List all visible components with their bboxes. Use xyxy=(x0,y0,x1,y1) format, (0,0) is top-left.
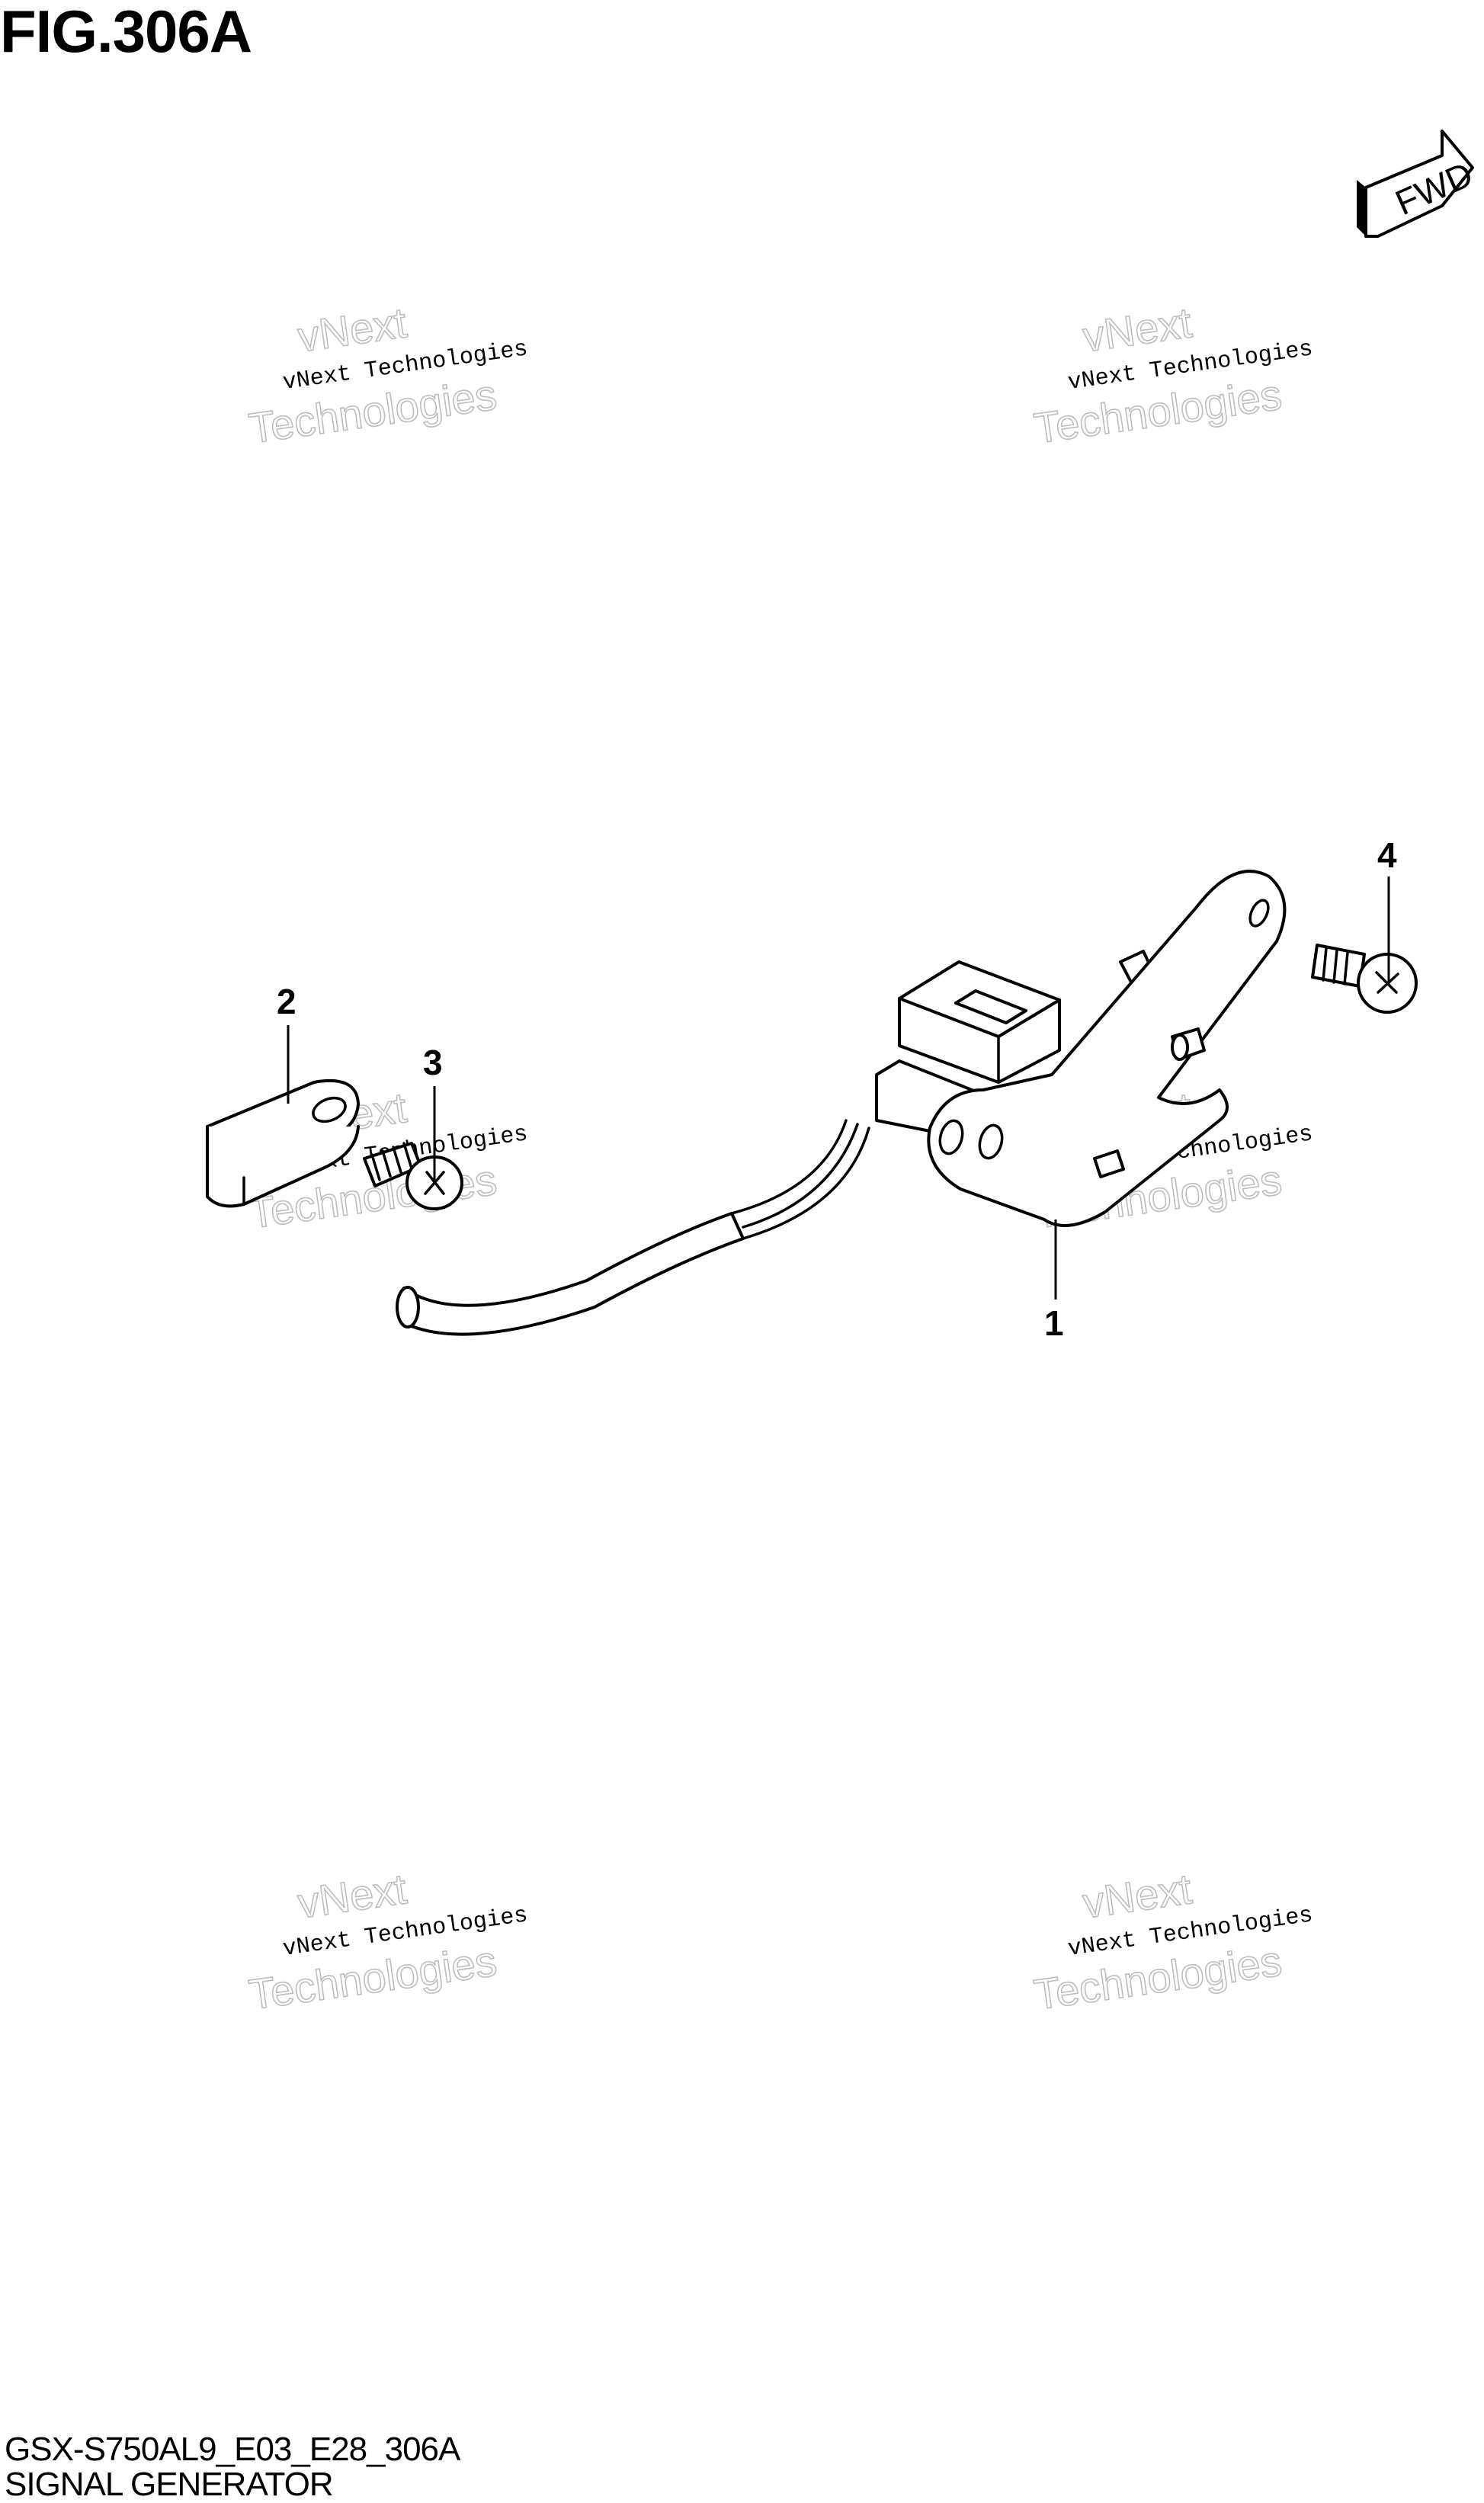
screw-part-4 xyxy=(1311,944,1418,1014)
fwd-arrow-icon: FWD xyxy=(1357,130,1479,238)
figure-title: FIG.306A xyxy=(0,0,252,65)
watermark-top-right: vNext vNext Technologies Technologies xyxy=(1030,297,1315,453)
watermark-bottom-right: vNext vNext Technologies Technologies xyxy=(1030,1864,1315,2019)
watermark-big-top: vNext xyxy=(295,298,410,361)
watermark-big-top: vNext xyxy=(295,1864,410,1927)
section-name: SIGNAL GENERATOR xyxy=(5,2466,334,2503)
watermark-bottom-left: vNext vNext Technologies Technologies xyxy=(245,1864,530,2019)
callout-2: 2 xyxy=(277,982,296,1021)
screw-part-3 xyxy=(363,1142,463,1210)
watermark-top-left: vNext vNext Technologies Technologies xyxy=(245,297,530,453)
callout-3: 3 xyxy=(423,1043,443,1082)
watermark-big-top: vNext xyxy=(1080,1864,1195,1927)
signal-generator-part xyxy=(396,870,1287,1336)
model-code: GSX-S750AL9_E03_E28_306A xyxy=(5,2431,460,2468)
callout-4: 4 xyxy=(1377,835,1397,875)
callout-1: 1 xyxy=(1044,1303,1064,1343)
clamp-part xyxy=(206,1078,360,1208)
watermark-big-top: vNext xyxy=(1080,298,1195,361)
